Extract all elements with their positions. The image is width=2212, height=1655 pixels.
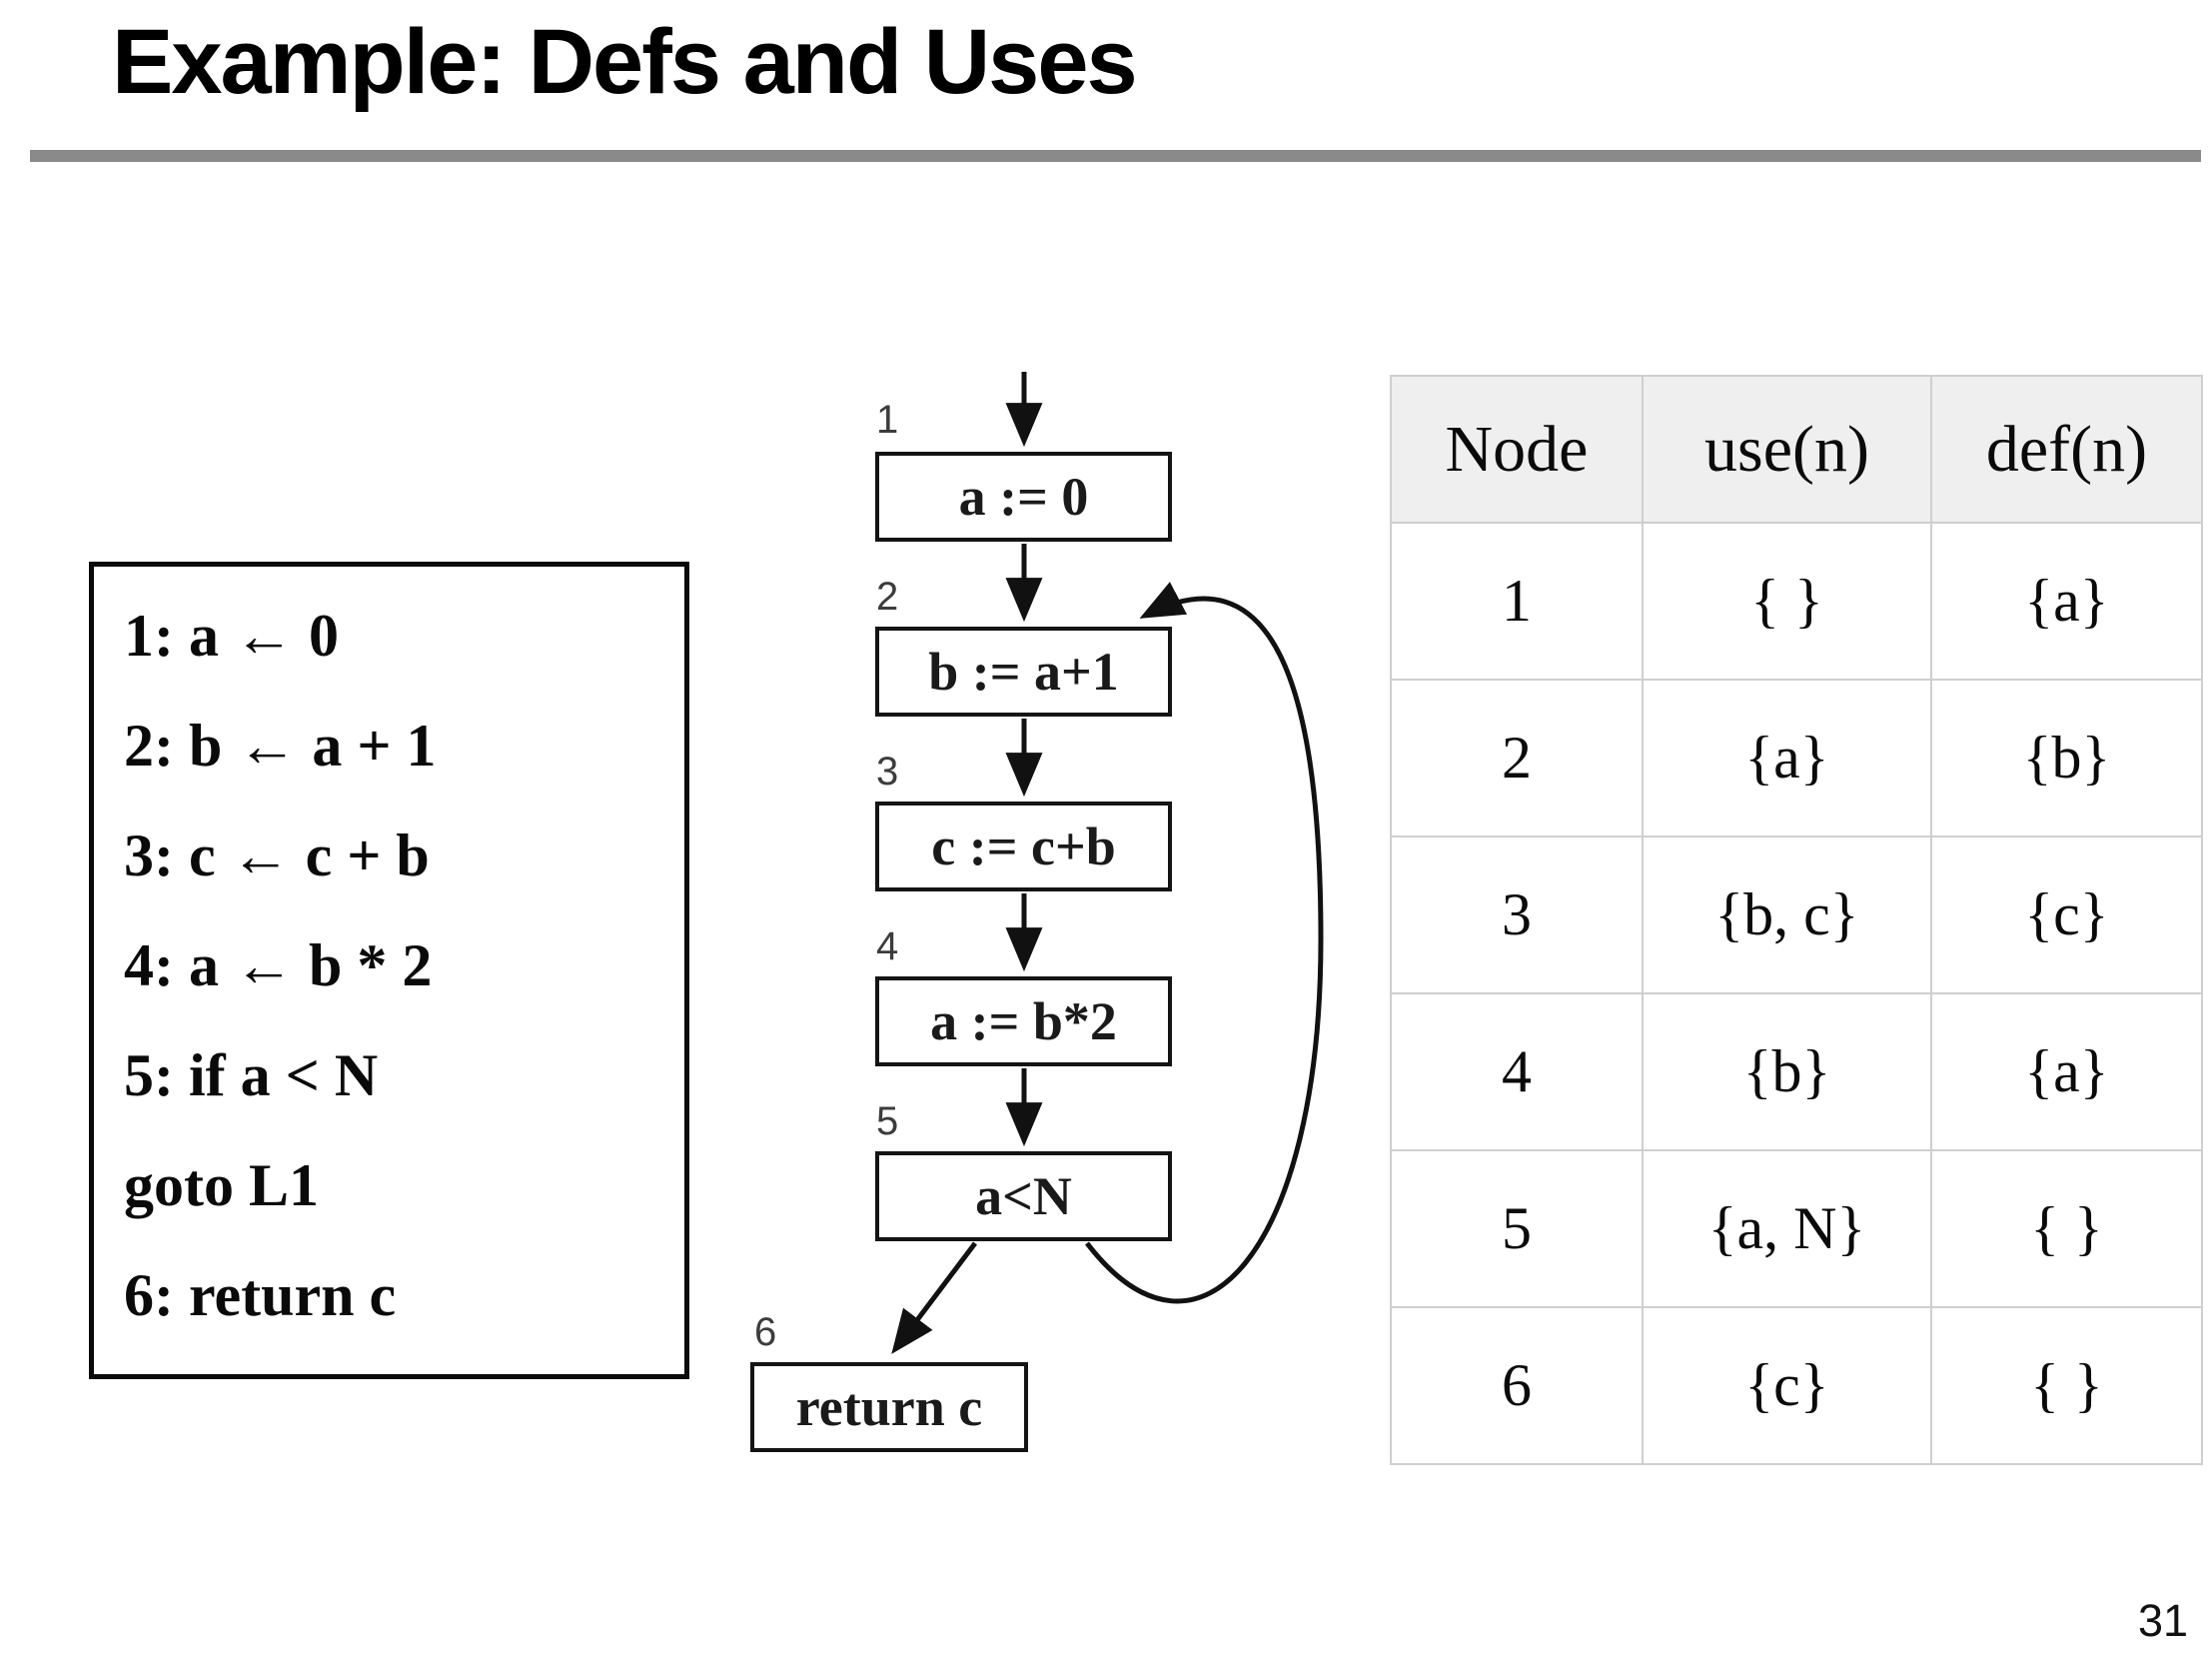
cfg-node-label: a<N bbox=[975, 1166, 1072, 1226]
code-line: 6: return c bbox=[124, 1262, 397, 1328]
cfg-node-number: 4 bbox=[876, 924, 899, 968]
cell-use: {c} bbox=[1642, 1306, 1932, 1465]
column-header-node: Node bbox=[1390, 375, 1644, 524]
cfg-node: c := c+b bbox=[875, 802, 1172, 891]
code-line: 1: a ← 0 bbox=[124, 603, 339, 669]
title-divider bbox=[30, 150, 2201, 162]
table-row: 6 {c} { } bbox=[1390, 1306, 2203, 1465]
cfg-node-label: a := 0 bbox=[958, 467, 1089, 527]
cfg-node: b := a+1 bbox=[875, 627, 1172, 717]
code-line: 2: b ← a + 1 bbox=[124, 713, 437, 779]
cell-use: {a} bbox=[1642, 679, 1932, 837]
table-row: 1 { } {a} bbox=[1390, 522, 2203, 681]
table-row: 2 {a} {b} bbox=[1390, 679, 2203, 837]
cfg-node: return c bbox=[750, 1362, 1028, 1452]
table-row: 4 {b} {a} bbox=[1390, 992, 2203, 1151]
cell-def: {a} bbox=[1930, 522, 2203, 681]
code-listing-box: 1: a ← 0 2: b ← a + 1 3: c ← c + b 4: a … bbox=[89, 562, 689, 1379]
table-row: 3 {b, c} {c} bbox=[1390, 835, 2203, 994]
cell-use: { } bbox=[1642, 522, 1932, 681]
column-header-use: use(n) bbox=[1642, 375, 1932, 524]
page-number: 31 bbox=[2137, 1595, 2188, 1646]
cfg-node-label: b := a+1 bbox=[928, 642, 1119, 702]
code-line: 3: c ← c + b bbox=[124, 823, 430, 888]
cfg-node-number: 2 bbox=[876, 575, 899, 619]
table-header-row: Node use(n) def(n) bbox=[1390, 375, 2203, 524]
cfg-node: a := 0 bbox=[875, 452, 1172, 542]
cell-node: 2 bbox=[1390, 679, 1644, 837]
cell-node: 4 bbox=[1390, 992, 1644, 1151]
cfg-node: a := b*2 bbox=[875, 976, 1172, 1066]
cfg-node-label: a := b*2 bbox=[930, 991, 1117, 1051]
cfg-node: a<N bbox=[875, 1151, 1172, 1241]
column-header-def: def(n) bbox=[1930, 375, 2203, 524]
cell-def: {a} bbox=[1930, 992, 2203, 1151]
cfg-node-label: c := c+b bbox=[931, 817, 1116, 876]
cell-node: 3 bbox=[1390, 835, 1644, 994]
cell-def: {c} bbox=[1930, 835, 2203, 994]
defs-uses-table: Node use(n) def(n) 1 { } {a} 2 {a} {b} 3… bbox=[1390, 375, 2203, 1465]
cfg-node-label: return c bbox=[795, 1377, 983, 1437]
cfg-node-number: 5 bbox=[876, 1099, 899, 1143]
code-line: 5: if a < N bbox=[124, 1042, 379, 1108]
cell-use: {b} bbox=[1642, 992, 1932, 1151]
cfg-node-number: 3 bbox=[876, 750, 899, 794]
edge-5-to-6 bbox=[891, 1241, 977, 1354]
cell-node: 5 bbox=[1390, 1149, 1644, 1308]
cell-node: 6 bbox=[1390, 1306, 1644, 1465]
cell-use: {b, c} bbox=[1642, 835, 1932, 994]
cell-def: { } bbox=[1930, 1306, 2203, 1465]
cell-use: {a, N} bbox=[1642, 1149, 1932, 1308]
code-line: 4: a ← b * 2 bbox=[124, 932, 433, 998]
cell-node: 1 bbox=[1390, 522, 1644, 681]
cell-def: { } bbox=[1930, 1149, 2203, 1308]
page-title: Example: Defs and Uses bbox=[112, 11, 1138, 113]
cfg-node-number: 6 bbox=[754, 1310, 777, 1354]
cell-def: {b} bbox=[1930, 679, 2203, 837]
cfg-node-number: 1 bbox=[876, 398, 899, 442]
code-line: goto L1 bbox=[124, 1152, 319, 1218]
table-row: 5 {a, N} { } bbox=[1390, 1149, 2203, 1308]
